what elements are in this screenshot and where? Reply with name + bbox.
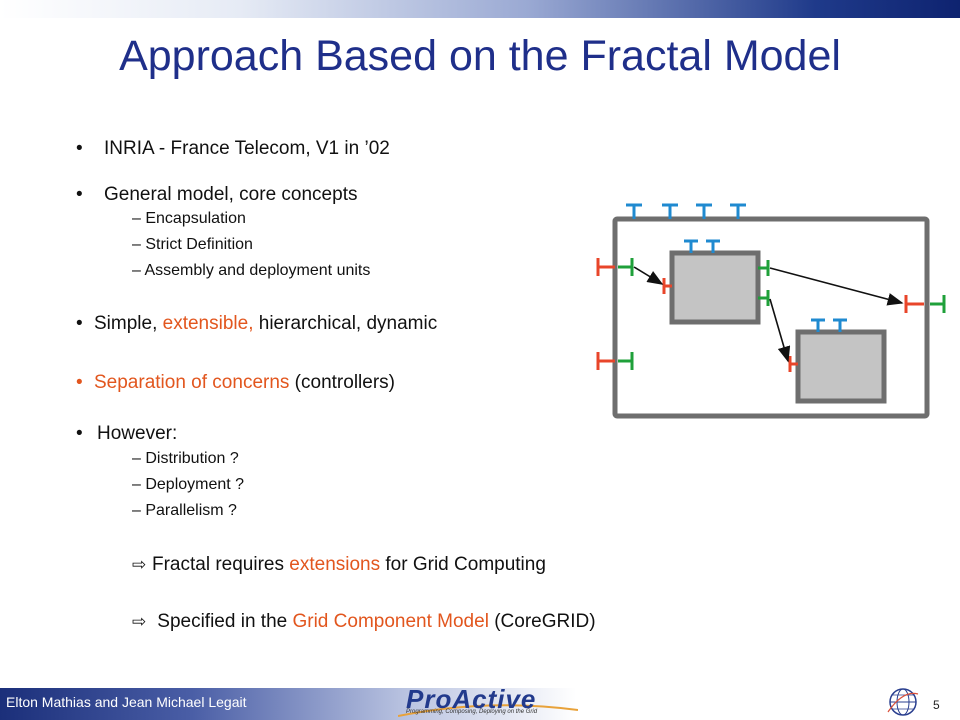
bullet-dot: •: [76, 138, 83, 159]
sub-assembly-deployment: – Assembly and deployment units: [132, 262, 371, 279]
bullet-dot: •: [76, 372, 83, 393]
bottom-gradient-bar: [0, 688, 960, 720]
bullet-however-text: However:: [97, 423, 178, 444]
page-number: 5: [933, 698, 940, 712]
bindings: [633, 266, 904, 363]
bullet-dot: •: [76, 423, 83, 444]
bullet-separation-highlight: Separation of concerns: [94, 372, 290, 393]
conclusion-extensions-highlight: extensions: [289, 554, 381, 575]
proactive-tagline: Programming, Composing, Deploying on the…: [406, 709, 538, 715]
sub-distribution: – Distribution ?: [132, 450, 239, 467]
bullet-simple-highlight: extensible,: [162, 313, 254, 334]
composite-server-interfaces: [596, 258, 615, 370]
bullet-dot: •: [76, 184, 83, 205]
bullet-general-model: • General model, core concepts: [76, 184, 357, 206]
bullet-simple-pre: Simple,: [94, 313, 163, 334]
footer-author: Elton Mathias and Jean Michael Legait: [6, 694, 247, 710]
sub-component-1-interfaces: [662, 260, 770, 306]
slide-title: Approach Based on the Fractal Model: [119, 32, 841, 80]
right-arrow-icon: ⇨: [132, 555, 147, 574]
conclusion-gcm-post: (CoreGRID): [488, 611, 596, 632]
bullet-dot: •: [76, 313, 83, 334]
conclusion-extensions: ⇨ Fractal requires extensions for Grid Co…: [132, 554, 546, 576]
bullet-separation: • Separation of concerns (controllers): [76, 372, 395, 394]
top-gradient-bar: [0, 0, 960, 18]
composite-control-interfaces: [626, 203, 746, 219]
right-arrow-icon: ⇨: [132, 612, 147, 631]
proactive-logo: ProActive: [406, 684, 537, 714]
sub-component-2-control-interfaces: [811, 318, 847, 332]
bullet-separation-post: (controllers): [289, 372, 395, 393]
sub-parallelism: – Parallelism ?: [132, 502, 237, 519]
bullet-simple: • Simple, extensible, hierarchical, dynam…: [76, 313, 437, 335]
bullet-however: • However:: [76, 423, 177, 445]
sub-component-1: [669, 250, 761, 325]
conclusion-gcm-pre: Specified in the: [152, 611, 293, 632]
sub-deployment: – Deployment ?: [132, 476, 245, 493]
bullet-inria-text: INRIA - France Telecom, V1 in ’02: [104, 138, 390, 159]
sub-encapsulation: – Encapsulation: [132, 210, 246, 227]
composite-internal-client-interfaces: [618, 258, 634, 370]
conclusion-gcm-highlight: Grid Component Model: [292, 611, 489, 632]
fractal-component-diagram: [596, 203, 946, 419]
conclusion-gcm: ⇨ Specified in the Grid Component Model …: [132, 611, 596, 633]
conclusion-extensions-post: for Grid Computing: [380, 554, 546, 575]
sub-strict-definition: – Strict Definition: [132, 236, 253, 253]
sub-component-1-control-interfaces: [684, 239, 720, 253]
grid-globe-icon: [887, 688, 919, 716]
bullet-general-model-text: General model, core concepts: [104, 184, 358, 205]
proactive-logo-swoosh: [398, 704, 578, 717]
conclusion-extensions-pre: Fractal requires: [152, 554, 290, 575]
bullet-simple-post: hierarchical, dynamic: [253, 313, 438, 334]
sub-component-2: [795, 329, 887, 404]
bullet-inria: • INRIA - France Telecom, V1 in ’02: [76, 138, 390, 160]
composite-right-interfaces: [904, 295, 946, 313]
